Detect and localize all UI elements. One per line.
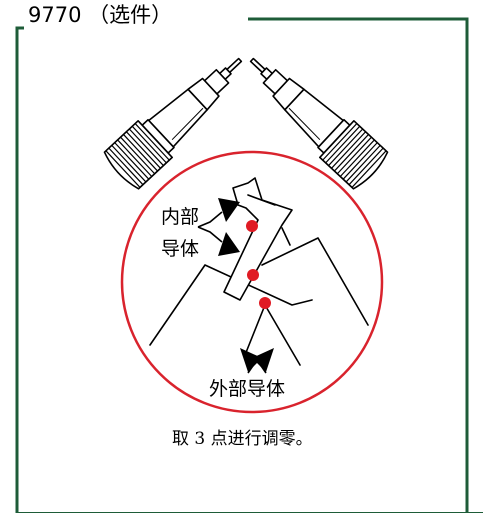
panel-border	[15, 17, 483, 513]
magnifier-circle	[120, 150, 384, 414]
magnified-view	[120, 150, 384, 414]
contact-point-icon	[259, 297, 271, 309]
caption: 取 3 点进行调零。	[172, 429, 313, 449]
contact-point-icon	[247, 269, 259, 281]
inner-conductor	[223, 177, 293, 301]
arrow-icon	[252, 348, 274, 372]
inner-arrows	[197, 198, 240, 256]
outer-conductor-label: 外部导体	[207, 378, 288, 400]
inner-conductor-label-line1: 内部	[161, 206, 200, 228]
right-probe-icon	[249, 57, 389, 190]
outer-arrows	[240, 348, 274, 374]
arrow-icon	[240, 348, 262, 372]
left-probe-icon	[103, 57, 243, 190]
panel-title: 9770 （选件）	[24, 2, 177, 28]
inner-conductor-label-line2: 导体	[161, 238, 200, 260]
contact-point-icon	[246, 220, 258, 232]
arrow-icon	[218, 232, 240, 256]
arrow-icon	[218, 198, 240, 222]
contact-points	[246, 220, 271, 309]
